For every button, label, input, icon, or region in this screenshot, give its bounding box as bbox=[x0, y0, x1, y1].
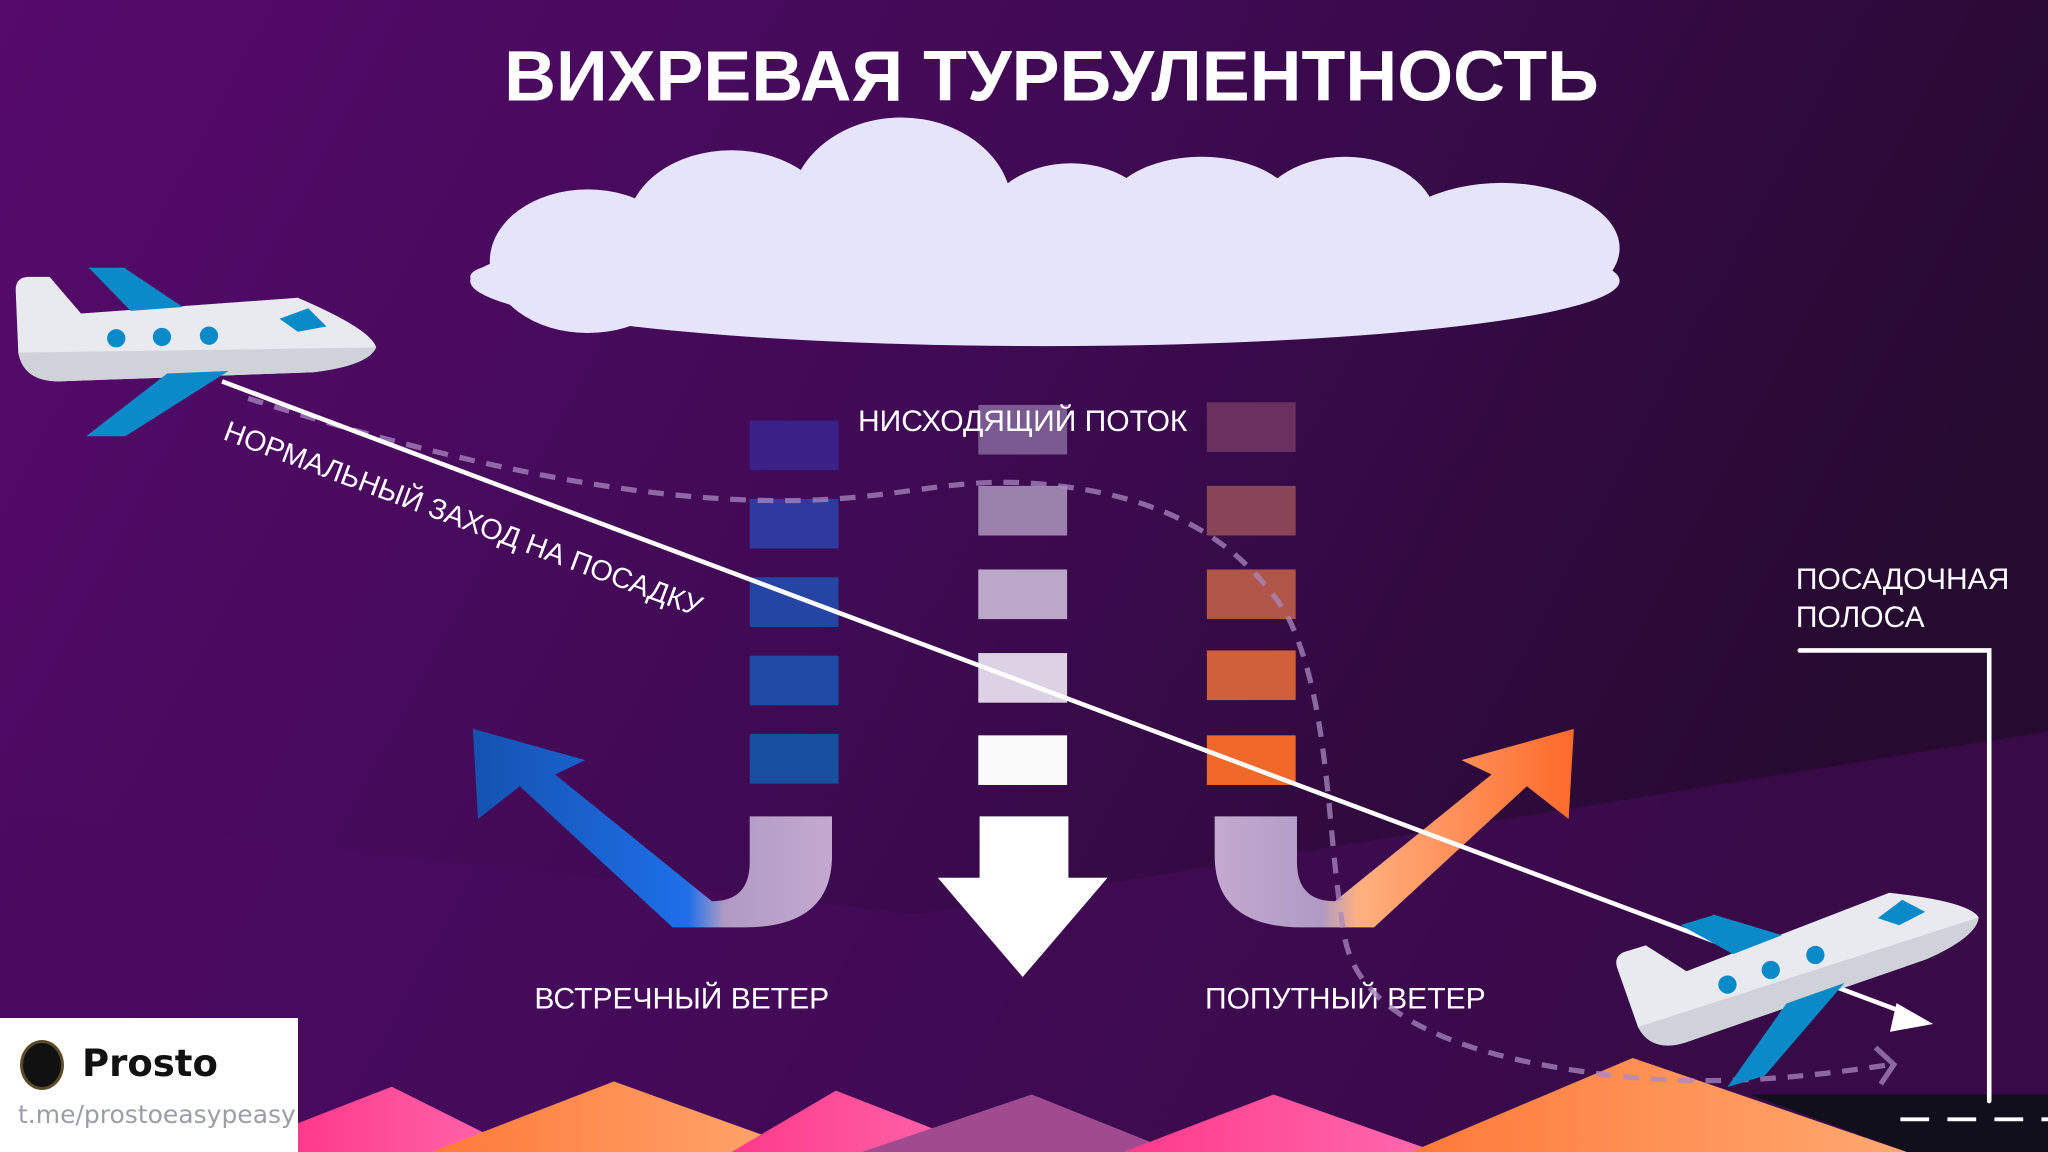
runway bbox=[1750, 1094, 2048, 1152]
downflow-column bbox=[978, 404, 1068, 785]
watermark[interactable]: Prosto t.me/prostoeasypeasy bbox=[0, 1018, 298, 1152]
turbulent-path bbox=[247, 395, 1892, 1084]
headwind-arrow bbox=[472, 728, 832, 928]
downflow-arrow bbox=[937, 816, 1108, 977]
runway-label-line1: ПОСАДОЧНАЯ bbox=[1796, 563, 2009, 596]
cloud bbox=[470, 117, 1620, 347]
title: ВИХРЕВАЯ ТУРБУЛЕНТНОСТЬ bbox=[504, 37, 1599, 117]
headwind-column bbox=[749, 420, 839, 784]
channel-name: Prosto bbox=[82, 1042, 218, 1085]
runway-label-line2: ПОЛОСА bbox=[1796, 601, 1925, 634]
channel-link[interactable]: t.me/prostoeasypeasy bbox=[18, 1100, 296, 1129]
downflow-label: НИСХОДЯЩИЙ ПОТОК bbox=[858, 404, 1188, 438]
approach-arrowhead bbox=[1889, 1003, 1934, 1032]
tailwind-label: ПОПУТНЫЙ ВЕТЕР bbox=[1205, 981, 1486, 1015]
channel-avatar-icon bbox=[20, 1040, 64, 1090]
approach-line bbox=[221, 379, 1908, 1016]
mountains bbox=[297, 1057, 1907, 1152]
turbulent-path-arrowhead bbox=[1873, 1045, 1898, 1086]
headwind-label: ВСТРЕЧНЫЙ ВЕТЕР bbox=[534, 981, 829, 1015]
tailwind-arrow bbox=[1214, 728, 1574, 928]
runway-bracket bbox=[1797, 648, 1992, 1104]
